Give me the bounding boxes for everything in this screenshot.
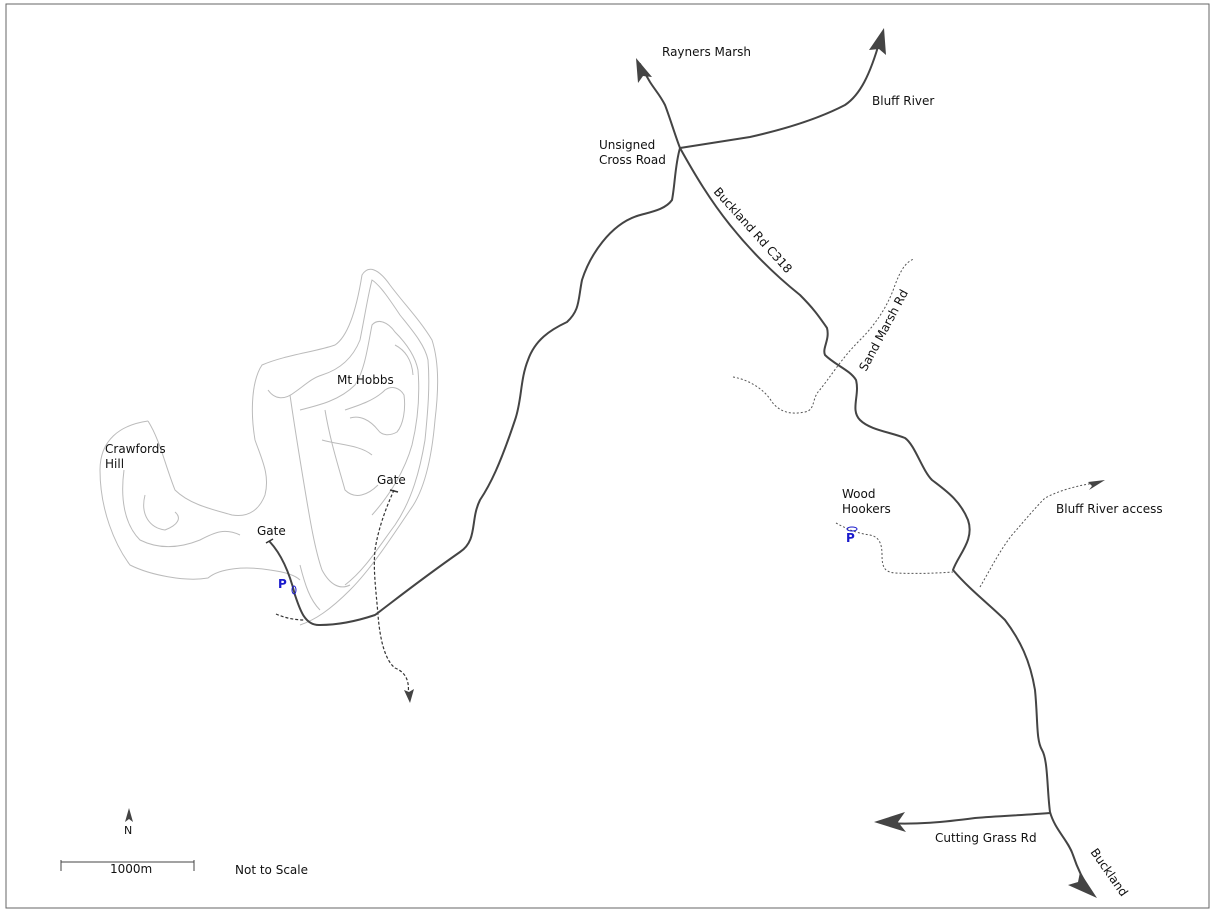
mt-hobbs-walking-track <box>373 489 410 696</box>
map-frame <box>5 3 1210 909</box>
label-buckland-rd: Buckland Rd C318 <box>711 185 795 276</box>
wood-hookers-track <box>835 522 954 574</box>
arrow-rayners-marsh <box>636 58 652 83</box>
car-park-spur <box>275 613 306 621</box>
parking-symbol-west: P <box>278 577 287 591</box>
gate-marker-east <box>389 489 399 493</box>
label-gate-west: Gate <box>257 524 286 538</box>
cutting-grass-rd <box>884 812 1051 825</box>
tracks <box>275 258 1096 696</box>
arrow-walking-track <box>404 689 414 703</box>
bluff-river-access-track <box>979 482 1096 588</box>
road-bluff-river <box>679 39 881 149</box>
label-unsigned-cross-road-2: Cross Road <box>599 153 666 167</box>
arrow-buckland <box>1068 872 1097 898</box>
scale-bar <box>60 860 195 871</box>
label-bluff-river-access: Bluff River access <box>1056 502 1163 516</box>
label-crawfords-hill-1: Crawfords <box>105 442 166 456</box>
arrow-bluff-river-access <box>1088 480 1105 490</box>
sand-marsh-rd-track <box>732 258 915 414</box>
label-bluff-river: Bluff River <box>872 94 934 108</box>
arrow-bluff-river <box>869 28 886 55</box>
roads <box>269 39 1091 891</box>
arrow-cutting-grass <box>874 812 906 832</box>
label-mt-hobbs: Mt Hobbs <box>337 373 394 387</box>
arrowheads <box>125 28 1105 898</box>
label-wood-hookers-2: Hookers <box>842 502 891 516</box>
label-unsigned-cross-road-1: Unsigned <box>599 138 655 152</box>
parking-area-east <box>846 526 858 532</box>
buckland-rd-c318 <box>679 147 1091 891</box>
labels: Rayners Marsh Bluff River Unsigned Cross… <box>105 45 1163 899</box>
label-cutting-grass-rd: Cutting Grass Rd <box>935 831 1037 845</box>
parking-symbol-east: P <box>846 531 855 545</box>
label-rayners-marsh: Rayners Marsh <box>662 45 751 59</box>
road-rayners-marsh <box>639 63 681 149</box>
north-label: N <box>124 824 132 837</box>
map-legend: N 1000m Not to Scale <box>60 824 308 877</box>
not-to-scale-label: Not to Scale <box>235 863 308 877</box>
gate-marker-west <box>265 538 274 544</box>
markers <box>265 489 858 595</box>
label-gate-east: Gate <box>377 473 406 487</box>
scale-label: 1000m <box>110 862 152 876</box>
label-sand-marsh-rd: Sand Marsh Rd <box>856 287 911 373</box>
unsigned-cross-road <box>269 147 681 627</box>
label-buckland: Buckland <box>1088 846 1131 899</box>
parking-area-west <box>291 585 297 595</box>
label-wood-hookers-1: Wood <box>842 487 875 501</box>
contours-mt-hobbs <box>251 268 439 626</box>
contours-crawfords-hill <box>99 420 301 581</box>
north-arrow <box>125 808 133 822</box>
label-crawfords-hill-2: Hill <box>105 457 124 471</box>
